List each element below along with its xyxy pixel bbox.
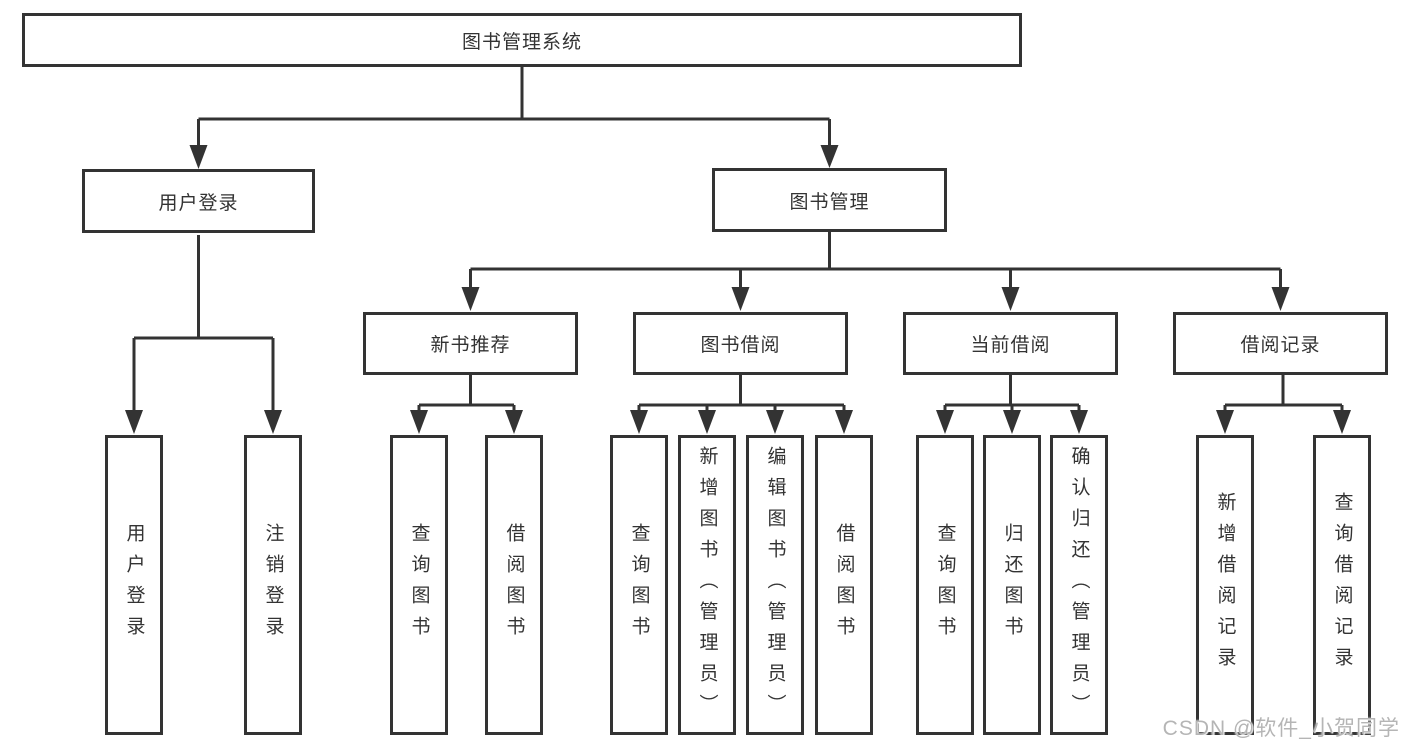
node-label: 用户登录 [158,192,239,214]
leaf-label: 用户登录 [123,523,145,647]
node-label: 图书管理 [789,191,870,213]
node-book-management: 图书管理 [712,168,947,232]
leaf-borrow-books-2: 借阅图书 [815,435,873,735]
leaf-label: 确认归还（管理员） [1068,445,1090,725]
node-book-borrowing: 图书借阅 [633,312,848,375]
leaf-borrow-books-1: 借阅图书 [485,435,543,735]
leaf-label: 查询借阅记录 [1331,492,1353,678]
node-label: 当前借阅 [970,335,1051,356]
leaf-label: 编辑图书（管理员） [764,445,786,725]
leaf-query-borrow-record: 查询借阅记录 [1313,435,1371,735]
leaf-label: 注销登录 [262,523,284,647]
csdn-watermark: CSDN @软件_小贺同学 [1162,717,1400,740]
leaf-label: 新增图书（管理员） [696,445,718,725]
node-label: 借阅记录 [1240,335,1321,356]
leaf-label: 查询图书 [628,523,650,647]
leaf-logout: 注销登录 [244,435,302,735]
arrowheads [125,145,1351,434]
leaf-add-books-admin: 新增图书（管理员） [678,435,736,735]
leaf-query-books-3: 查询图书 [916,435,974,735]
leaf-add-borrow-record: 新增借阅记录 [1196,435,1254,735]
node-current-borrowing: 当前借阅 [903,312,1118,375]
node-borrowing-records: 借阅记录 [1173,312,1388,375]
node-label: 新书推荐 [430,335,511,356]
leaf-edit-books-admin: 编辑图书（管理员） [746,435,804,735]
leaf-label: 新增借阅记录 [1214,492,1236,678]
leaf-label: 查询图书 [408,523,430,647]
node-label: 图书管理系统 [461,31,582,53]
leaf-query-books-1: 查询图书 [390,435,448,735]
leaf-label: 查询图书 [934,523,956,647]
leaf-return-books: 归还图书 [983,435,1041,735]
leaf-label: 借阅图书 [503,523,525,647]
node-label: 图书借阅 [700,335,781,356]
leaf-label: 借阅图书 [833,523,855,647]
leaf-label: 归还图书 [1001,523,1023,647]
leaf-query-books-2: 查询图书 [610,435,668,735]
node-library-management-system: 图书管理系统 [22,13,1022,67]
node-user-login: 用户登录 [82,169,315,233]
leaf-user-login: 用户登录 [105,435,163,735]
node-new-book-recommendation: 新书推荐 [363,312,578,375]
leaf-confirm-return-admin: 确认归还（管理员） [1050,435,1108,735]
